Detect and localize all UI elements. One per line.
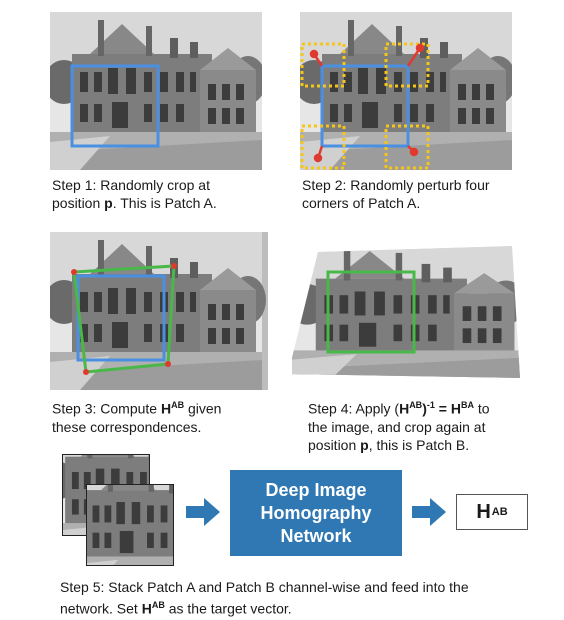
network-label-line2: Homography — [260, 502, 372, 523]
patch-b-box — [326, 270, 416, 354]
caption-step1: Step 1: Randomly crop at position p. Thi… — [52, 176, 217, 212]
network-label-line1: Deep Image — [265, 479, 367, 500]
perturb-regions — [300, 42, 430, 170]
caption-step4: Step 4: Apply (HAB)-1 = HBA to the image… — [308, 396, 490, 454]
caption-step3: Step 3: Compute HAB given these correspo… — [52, 396, 221, 436]
caption-step1-line2: position p. This is Patch A. — [52, 195, 217, 211]
caption-step2: Step 2: Randomly perturb four corners of… — [302, 176, 490, 212]
flow-arrow-1 — [186, 498, 220, 526]
network-box: Deep Image Homography Network — [230, 470, 402, 556]
caption-step4-line3: position p, this is Patch B. — [308, 436, 470, 453]
photo-step1 — [50, 12, 262, 170]
caption-step2-line1: Step 2: Randomly perturb four — [302, 177, 490, 193]
output-symbol: H — [476, 500, 491, 523]
corner-arrows — [309, 43, 425, 163]
photo-step2 — [300, 12, 512, 170]
caption-step5: Step 5: Stack Patch A and Patch B channe… — [60, 578, 469, 618]
stacked-patch-b — [86, 484, 174, 566]
caption-step5-line1: Step 5: Stack Patch A and Patch B channe… — [60, 579, 469, 595]
flow-arrow-2 — [412, 498, 446, 526]
network-label-line3: Network — [280, 525, 352, 546]
caption-step4-line1: Step 4: Apply (HAB)-1 = HBA to — [308, 400, 490, 417]
caption-step4-line2: the image, and crop again at — [308, 418, 486, 435]
output-superscript: AB — [491, 506, 508, 518]
caption-step1-line1: Step 1: Randomly crop at — [52, 177, 210, 193]
caption-step2-line2: corners of Patch A. — [302, 195, 421, 211]
patch-a-box — [70, 64, 160, 148]
caption-step3-line2: these correspondences. — [52, 418, 202, 435]
caption-step5-line2: network. Set HAB as the target vector. — [60, 600, 292, 617]
photo-step4 — [288, 246, 520, 384]
caption-step3-line1: Step 3: Compute HAB given — [52, 400, 222, 417]
photo-step3 — [50, 232, 268, 390]
